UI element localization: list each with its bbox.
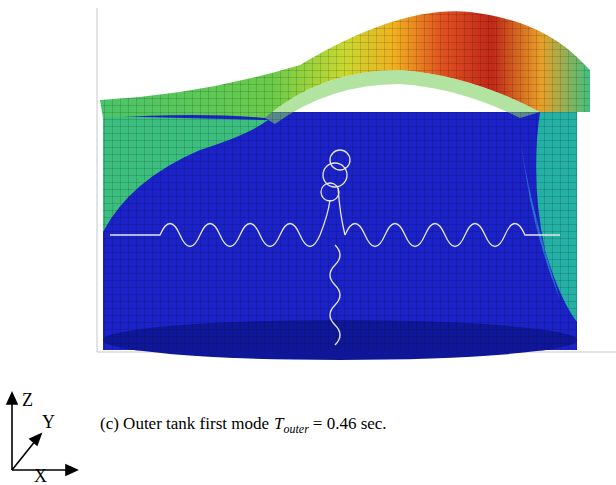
axis-label-y: Y <box>42 412 55 432</box>
period-symbol: T <box>274 414 283 434</box>
period-value: = 0.46 sec. <box>313 414 387 434</box>
axis-label-x: X <box>34 466 47 485</box>
period-subscript: outer <box>283 422 308 437</box>
figure-caption: (c) Outer tank first mode <box>100 414 269 434</box>
axis-label-z: Z <box>22 390 33 410</box>
caption-row: (c) Outer tank first modeTouter = 0.46 se… <box>100 414 387 434</box>
